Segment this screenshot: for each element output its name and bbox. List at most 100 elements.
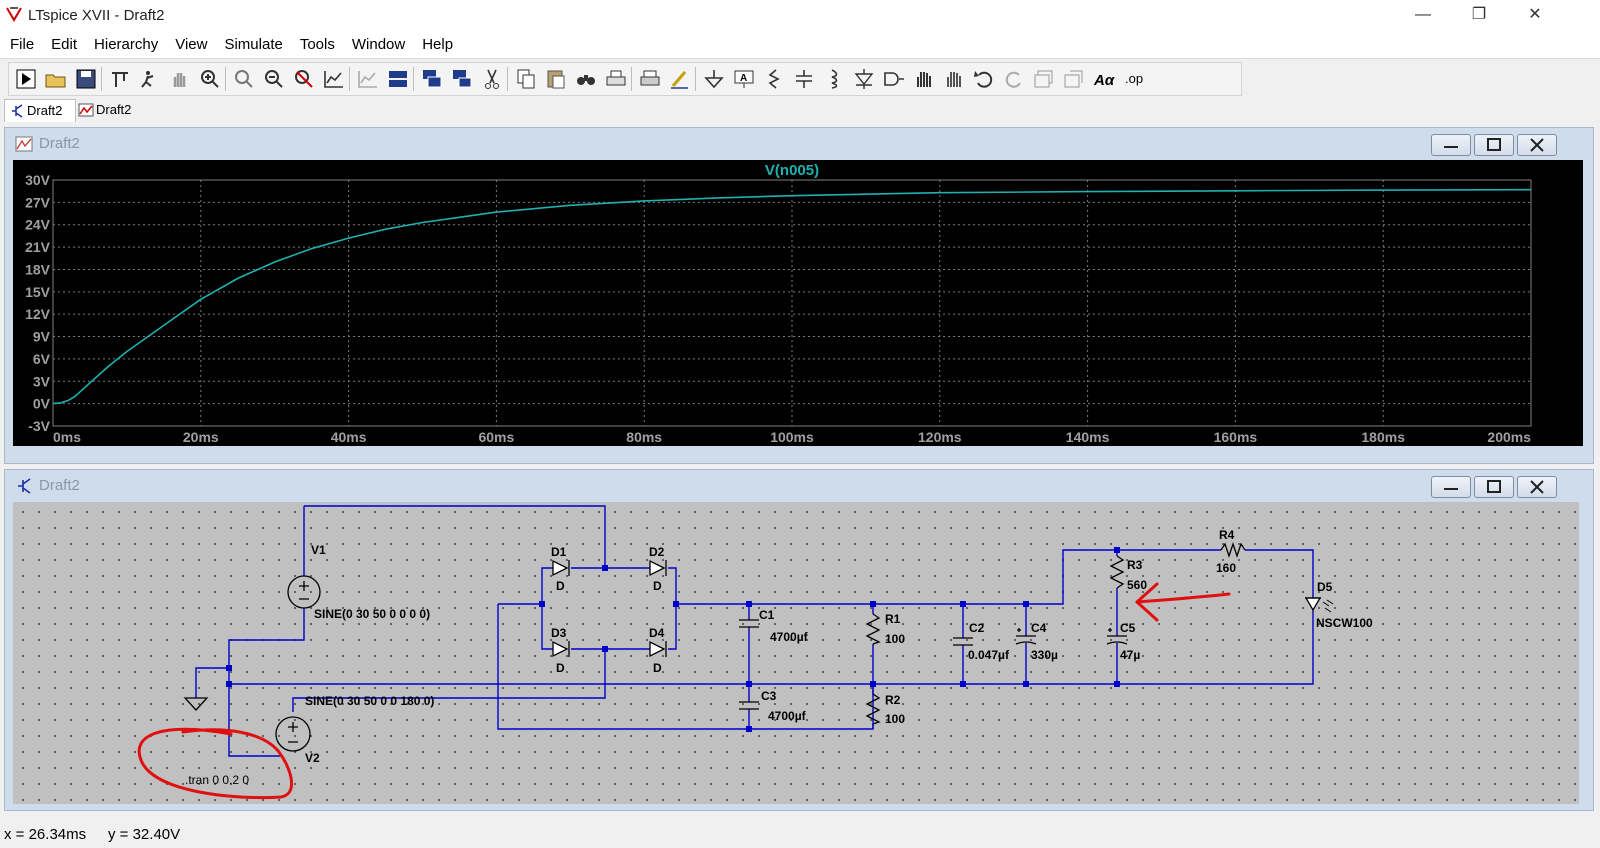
capacitor-icon[interactable]: [791, 67, 817, 91]
menu-simulate[interactable]: Simulate: [224, 36, 283, 53]
voltage-source-v2[interactable]: [275, 716, 311, 752]
d2-value-label: D: [653, 579, 662, 593]
ground-icon[interactable]: [701, 67, 727, 91]
print-icon[interactable]: [603, 67, 629, 91]
waveform-minimize-button[interactable]: [1431, 134, 1471, 156]
menu-view[interactable]: View: [175, 36, 208, 53]
capacitor-c1[interactable]: [739, 619, 759, 628]
menu-file[interactable]: File: [10, 36, 35, 53]
menu-help[interactable]: Help: [422, 36, 454, 53]
schematic-maximize-button[interactable]: [1474, 476, 1514, 498]
menu-hierarchy[interactable]: Hierarchy: [94, 36, 159, 53]
text-icon[interactable]: Aα: [1091, 67, 1117, 91]
x-tick-label: 140ms: [1066, 429, 1110, 445]
inductor-icon[interactable]: [821, 67, 847, 91]
draw-wire-icon[interactable]: [667, 67, 693, 91]
trace-label[interactable]: V(n005): [765, 162, 819, 179]
capacitor-c3[interactable]: [739, 701, 759, 710]
led-d5[interactable]: [1304, 597, 1334, 613]
pan-hand-icon[interactable]: [167, 67, 193, 91]
component-icon[interactable]: [881, 67, 907, 91]
toolbar-strip: A Aα.op: [8, 62, 1242, 96]
save-icon[interactable]: [73, 67, 99, 91]
rotate-icon[interactable]: [1031, 67, 1057, 91]
schematic-canvas[interactable]: V1 SINE(0 30 50 0 0 0 0) SINE(0 30 50 0 …: [13, 502, 1579, 804]
capacitor-c5[interactable]: [1106, 628, 1128, 645]
run-icon[interactable]: [13, 67, 39, 91]
resistor-r1[interactable]: [865, 613, 881, 645]
resistor-icon[interactable]: [761, 67, 787, 91]
diode-d2[interactable]: [649, 559, 667, 577]
diode-d1[interactable]: [552, 559, 570, 577]
capacitor-c2[interactable]: [953, 637, 973, 646]
resistor-r3[interactable]: [1109, 555, 1125, 589]
minimize-button[interactable]: —: [1415, 6, 1431, 23]
paste-icon[interactable]: [543, 67, 569, 91]
close-button[interactable]: ✕: [1528, 6, 1542, 23]
schematic-close-button[interactable]: [1517, 476, 1557, 498]
move-icon[interactable]: [911, 67, 937, 91]
zoom-cancel-icon[interactable]: [291, 67, 317, 91]
maximize-icon: [1487, 480, 1501, 493]
tab-waveform[interactable]: Draft2: [74, 99, 154, 121]
spice-directive-icon[interactable]: .op: [1121, 67, 1147, 91]
voltage-source-v1[interactable]: [287, 575, 321, 609]
tab-schematic[interactable]: Draft2: [4, 99, 76, 122]
wires: [195, 505, 1314, 757]
waveform-close-button[interactable]: [1517, 134, 1557, 156]
menu-edit[interactable]: Edit: [51, 36, 78, 53]
c4-ref-label: C4: [1031, 621, 1047, 635]
control-panel-icon[interactable]: [107, 67, 133, 91]
d3-ref-label: D3: [551, 626, 567, 640]
zoom-out-icon[interactable]: [261, 67, 287, 91]
resistor-r2[interactable]: [865, 693, 881, 725]
schematic-window-titlebar[interactable]: Draft2: [5, 470, 1593, 500]
diode-icon[interactable]: [851, 67, 877, 91]
diode-d4[interactable]: [649, 640, 667, 658]
mirror-icon[interactable]: [1061, 67, 1087, 91]
c3-value-label: 4700µf: [768, 709, 807, 723]
open-icon[interactable]: [43, 67, 69, 91]
autorange-icon[interactable]: [321, 67, 347, 91]
menu-tools[interactable]: Tools: [299, 36, 335, 53]
capacitor-c4[interactable]: [1015, 628, 1037, 645]
drag-icon[interactable]: [941, 67, 967, 91]
zoom-area-icon[interactable]: [231, 67, 257, 91]
undo-icon[interactable]: [971, 67, 997, 91]
tile-vertical-icon[interactable]: [449, 67, 475, 91]
find-icon[interactable]: [573, 67, 599, 91]
v1-value-label: SINE(0 30 50 0 0 0 0): [314, 607, 430, 621]
menu-window[interactable]: Window: [351, 36, 406, 53]
cut-icon[interactable]: [479, 67, 505, 91]
cursor-y-readout: y = 32.40V: [108, 826, 181, 843]
restore-button[interactable]: ❐: [1471, 6, 1487, 23]
schematic-minimize-button[interactable]: [1431, 476, 1471, 498]
wire: [292, 649, 606, 712]
halt-icon[interactable]: [137, 67, 163, 91]
schematic-canvas-svg[interactable]: V1 SINE(0 30 50 0 0 0 0) SINE(0 30 50 0 …: [13, 502, 1579, 804]
waveform-maximize-button[interactable]: [1474, 134, 1514, 156]
plot-settings-icon[interactable]: [355, 67, 381, 91]
spice-directive[interactable]: .tran 0 0.2 0: [185, 773, 249, 787]
waveform-window-titlebar[interactable]: Draft2: [5, 128, 1593, 158]
zoom-in-icon[interactable]: [197, 67, 223, 91]
cascade-icon[interactable]: [419, 67, 445, 91]
tile-horizontal-icon[interactable]: [385, 67, 411, 91]
ground-icon[interactable]: [183, 697, 209, 711]
toolbar-separator: [349, 67, 350, 91]
ltspice-app-icon: [6, 7, 22, 22]
y-tick-label: 6V: [33, 351, 51, 367]
wire: [541, 604, 553, 650]
label-net-icon[interactable]: A: [731, 67, 757, 91]
status-bar: x = 26.34ms y = 32.40V: [0, 814, 1600, 848]
copy-icon[interactable]: [513, 67, 539, 91]
menu-bar: File Edit Hierarchy View Simulate Tools Window…: [0, 32, 1600, 58]
print-setup-icon[interactable]: [637, 67, 663, 91]
resistor-r4[interactable]: [1220, 541, 1246, 559]
title-bar: LTspice XVII - Draft2 — ❐ ✕: [0, 0, 1600, 32]
trace-v-n005[interactable]: [52, 188, 1532, 405]
diode-d3[interactable]: [552, 640, 570, 658]
redo-icon[interactable]: [1001, 67, 1027, 91]
